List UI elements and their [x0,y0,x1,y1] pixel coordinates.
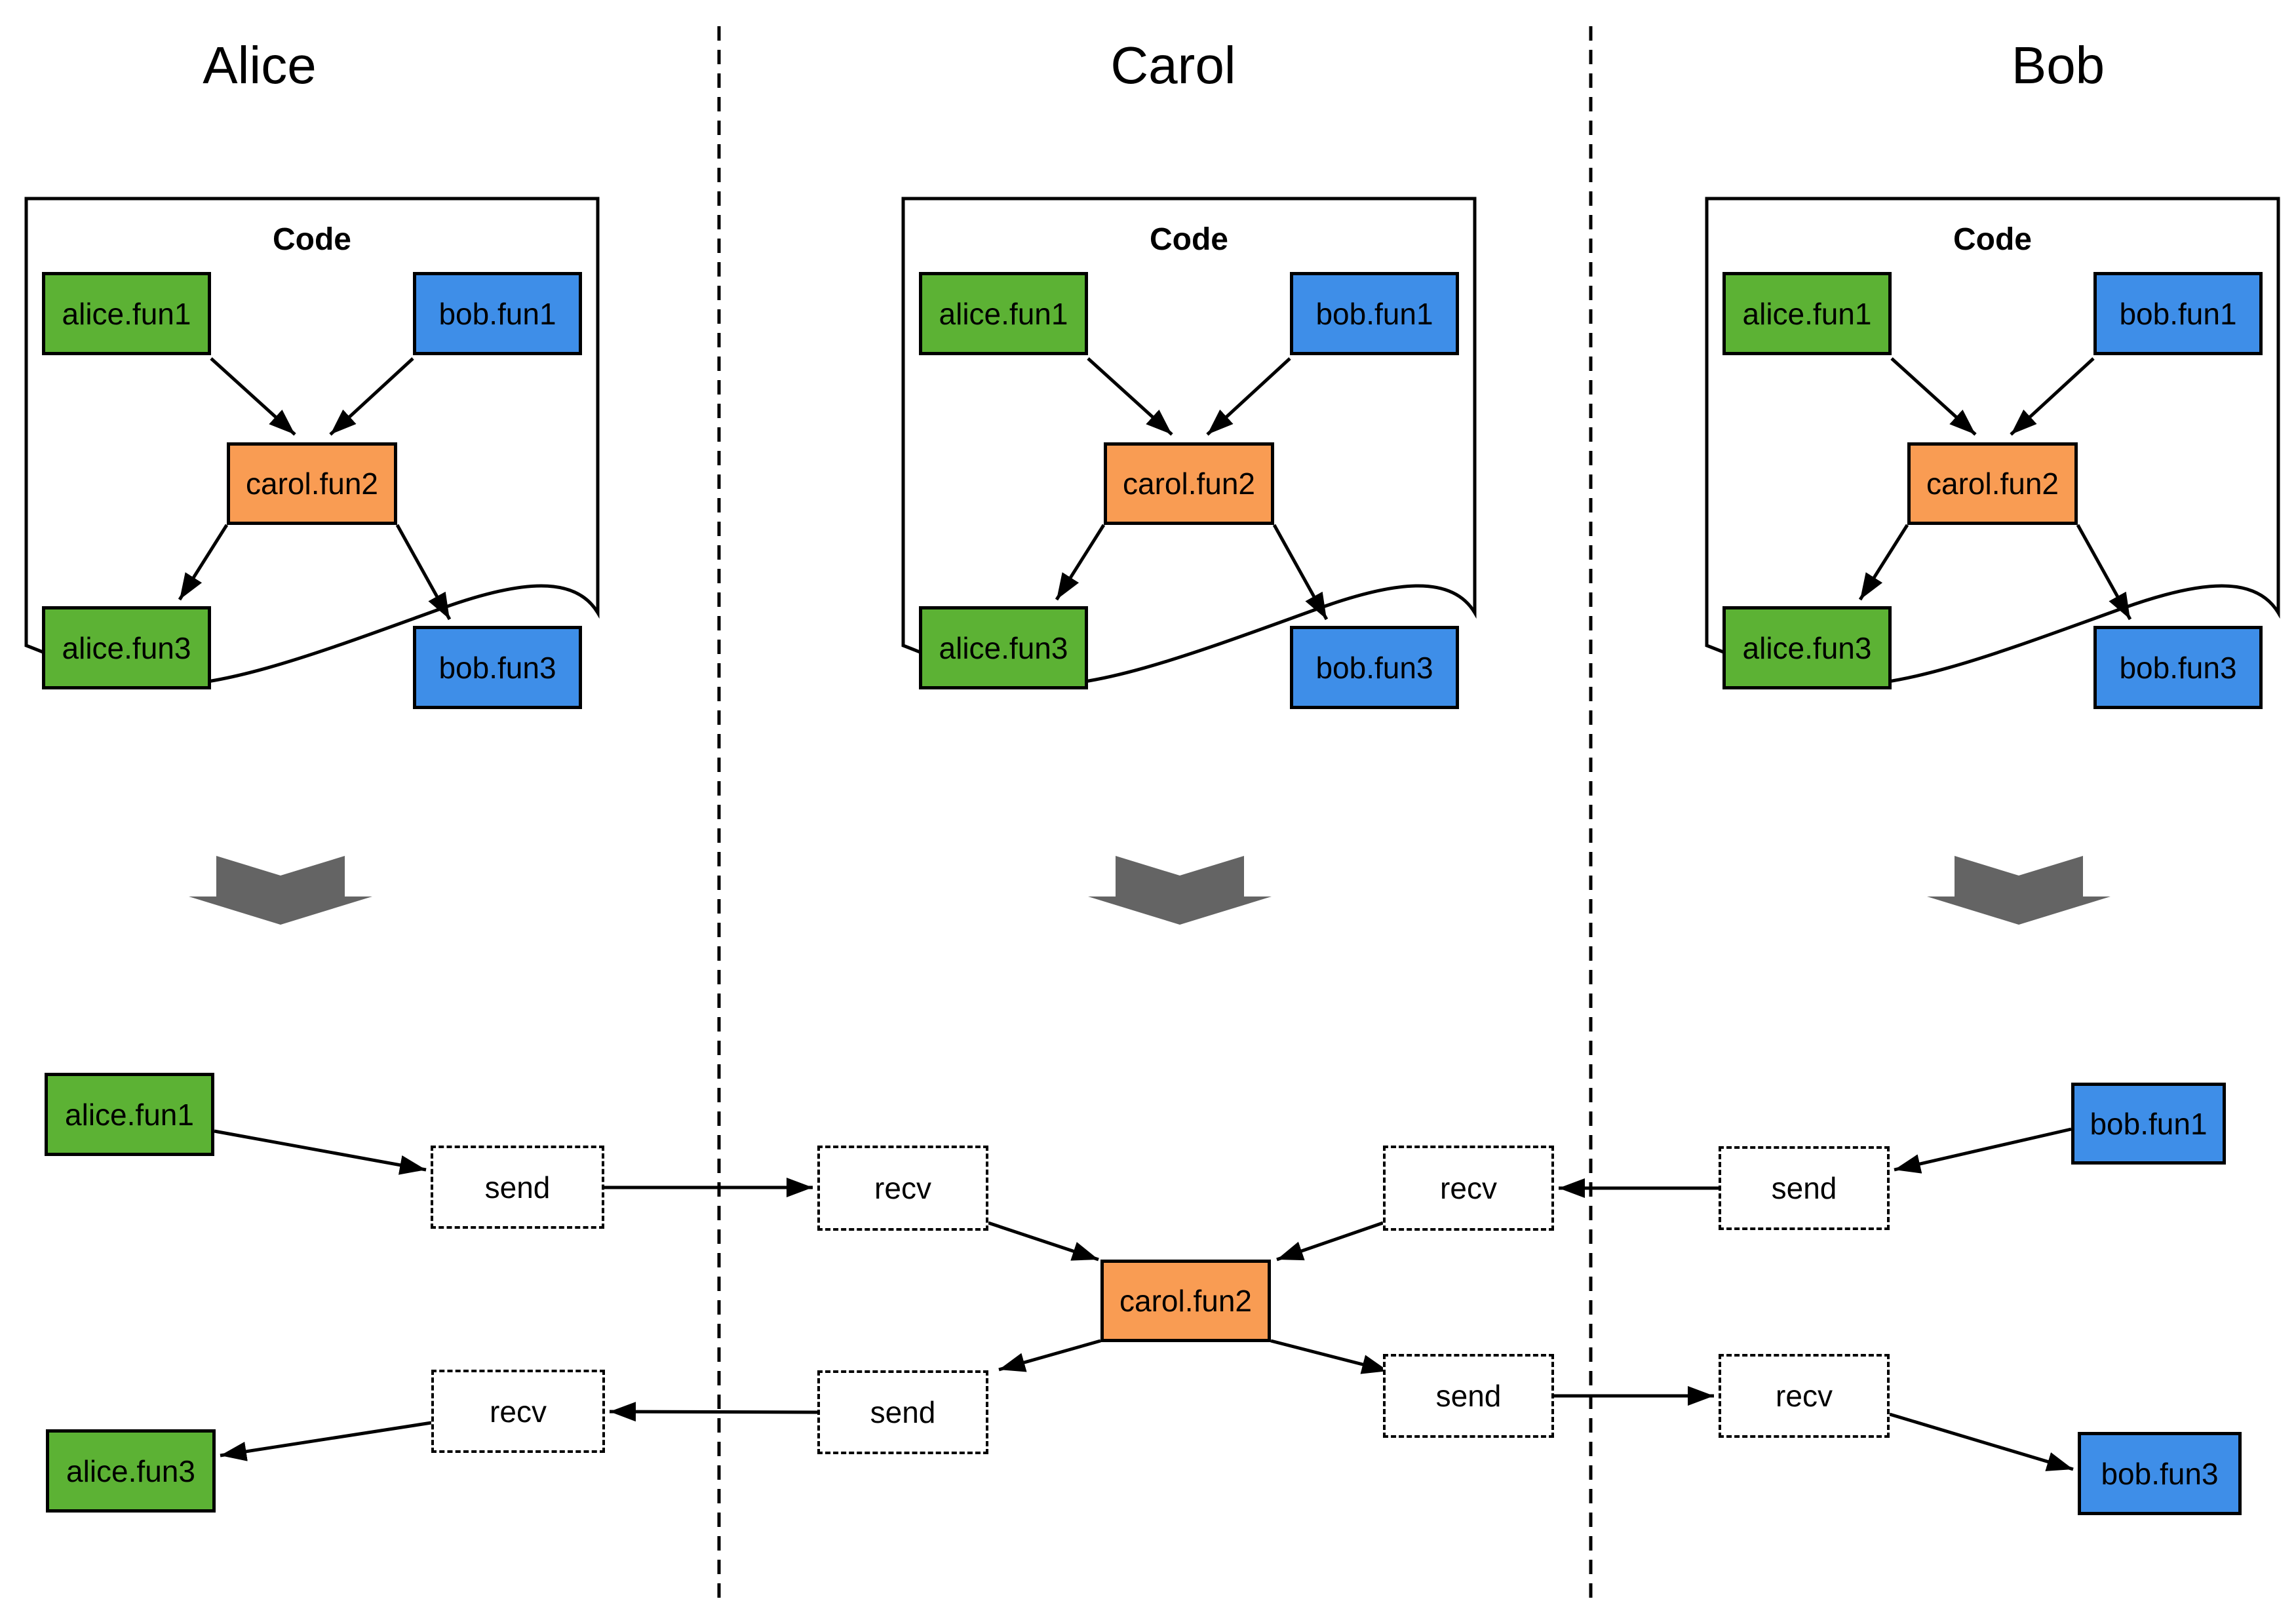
flow-arrow [1087,357,1173,436]
runtime-node-alice-fun3: alice.fun3 [46,1429,216,1513]
column-title-alice: Alice [203,36,317,94]
flow-arrow-carolfun2-to-send-right [1270,1339,1389,1374]
flow-arrow [1055,524,1106,601]
doc-node-carol-fun2: carol.fun2 [1104,442,1274,525]
doc-node-alice-fun3: alice.fun3 [1722,606,1892,689]
runtime-node-bob-fun1: bob.fun1 [2071,1083,2226,1165]
down-arrow-icon [1927,856,2111,925]
send-box-bob: send [1719,1146,1890,1230]
code-heading-alice: Code [273,222,351,257]
compile-arrow-bob [1927,856,2111,925]
runtime-node-alice-fun1: alice.fun1 [45,1073,214,1156]
recv-box-alice: recv [431,1370,605,1453]
column-title-bob: Bob [2011,36,2105,94]
doc-node-alice-fun1: alice.fun1 [1722,272,1892,355]
compile-arrow-carol [1088,856,1272,925]
flow-arrow [1890,357,1977,436]
flow-arrow [210,357,296,436]
column-title-carol: Carol [1110,36,1236,94]
flow-arrow [395,524,452,621]
doc-node-carol-fun2: carol.fun2 [227,442,397,525]
send-box-alice: send [431,1146,604,1229]
send-box-carol-left: send [817,1370,988,1454]
flow-arrow-bobfun1-to-send [1894,1127,2072,1174]
flow-arrow-recv-to-alicefun3 [220,1421,432,1461]
flow-arrow-recv-to-carolfun2-right [1276,1221,1384,1262]
doc-node-bob-fun1: bob.fun1 [413,272,582,355]
code-heading-carol: Code [1150,222,1228,257]
flow-arrow [329,357,414,436]
flow-arrow [1858,524,1909,601]
doc-node-bob-fun3: bob.fun3 [413,626,582,709]
flow-arrow-recv-to-bobfun3 [1889,1412,2074,1471]
doc-node-bob-fun3: bob.fun3 [2093,626,2263,709]
compile-arrow-alice [189,856,372,925]
flow-arrow [178,524,229,601]
doc-node-alice-fun3: alice.fun3 [919,606,1088,689]
flow-arrow [2076,524,2132,621]
recv-box-bob: recv [1719,1354,1890,1438]
flow-arrow-recv-to-carolfun2-left [988,1221,1099,1262]
recv-box-carol-left: recv [817,1146,988,1231]
doc-node-alice-fun1: alice.fun1 [919,272,1088,355]
runtime-node-carol-fun2: carol.fun2 [1100,1260,1271,1342]
doc-node-bob-fun1: bob.fun1 [1290,272,1459,355]
doc-node-carol-fun2: carol.fun2 [1907,442,2078,525]
recv-box-carol-right: recv [1383,1146,1554,1231]
send-box-carol-right: send [1383,1354,1554,1438]
flow-arrow [1272,524,1329,621]
flow-arrow-carolfun2-to-send-left [998,1339,1101,1372]
down-arrow-icon [1088,856,1272,925]
flow-arrow [2010,357,2095,436]
flow-arrow-alicefun1-to-send [214,1129,427,1175]
doc-node-alice-fun1: alice.fun1 [42,272,211,355]
code-heading-bob: Code [1953,222,2032,257]
down-arrow-icon [189,856,372,925]
doc-node-bob-fun3: bob.fun3 [1290,626,1459,709]
runtime-node-bob-fun3: bob.fun3 [2078,1432,2242,1515]
doc-node-alice-fun3: alice.fun3 [42,606,211,689]
flow-arrow [1206,357,1291,436]
doc-node-bob-fun1: bob.fun1 [2093,272,2263,355]
